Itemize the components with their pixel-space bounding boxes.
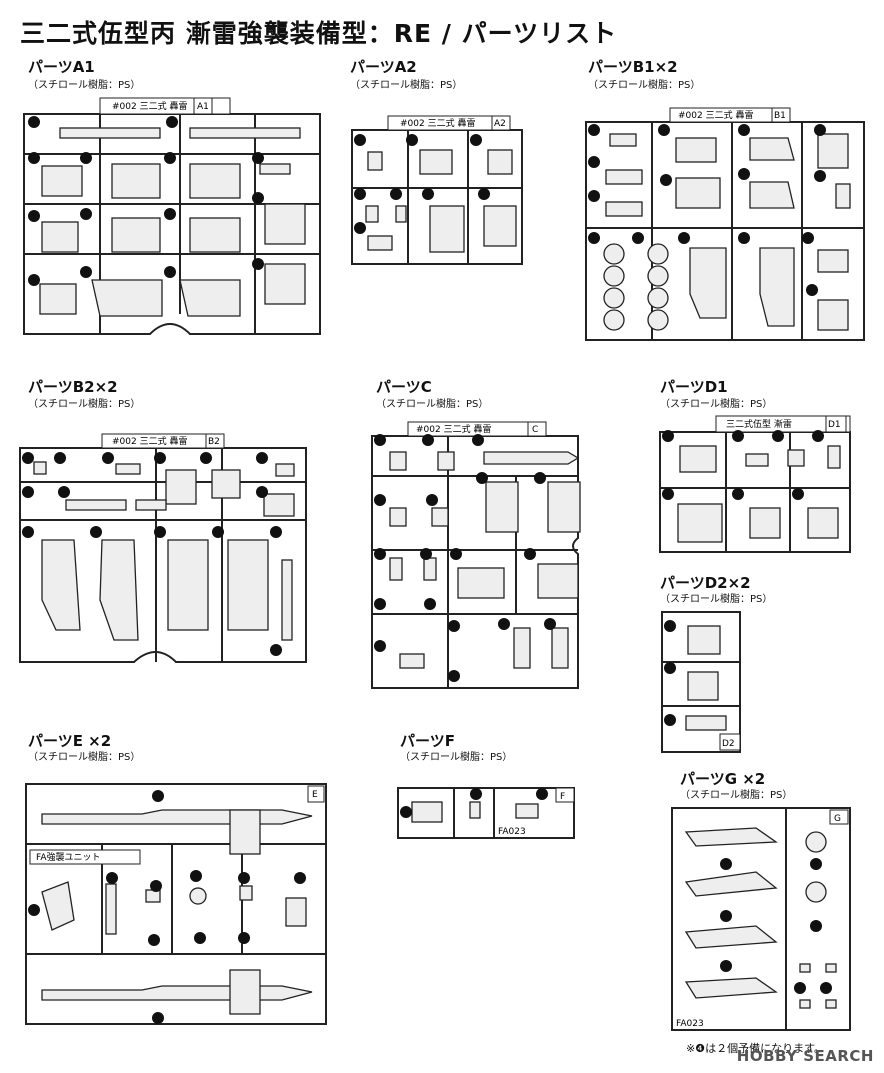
sprue-b2-header: #002 三二式 轟雷 <box>112 435 187 447</box>
sprue-f-tag: F <box>560 792 565 802</box>
sprue-c-tag: C <box>532 425 538 435</box>
sprue-e-tag: E <box>312 790 318 800</box>
watermark: HOBBY SEARCH <box>736 1047 874 1065</box>
section-a1-title: パーツA1 <box>28 58 95 76</box>
sprue-b1: #002 三二式 轟雷 B1 <box>582 104 868 344</box>
footnote: ※❹は２個予備になります。 <box>686 1042 825 1055</box>
sprue-d2-tag: D2 <box>722 739 735 749</box>
section-a2-title: パーツA2 <box>350 58 417 76</box>
sprue-a2-tag: A2 <box>494 119 506 129</box>
sprue-e: E FA強襲ユニット <box>22 780 332 1030</box>
section-g-material: （スチロール樹脂：PS） <box>680 790 793 801</box>
section-b2-material: （スチロール樹脂：PS） <box>28 399 141 410</box>
section-f-material: （スチロール樹脂：PS） <box>400 752 513 763</box>
section-d2-material: （スチロール樹脂：PS） <box>660 594 773 605</box>
sprue-a2-header: #002 三二式 轟雷 <box>400 117 475 129</box>
section-b1-material: （スチロール樹脂：PS） <box>588 80 701 91</box>
page-title: 三二式伍型丙 漸雷強襲装備型：RE / パーツリスト <box>20 19 618 48</box>
sprue-b2: #002 三二式 轟雷 B2 <box>16 430 312 666</box>
sprue-c-header: #002 三二式 轟雷 <box>416 423 491 435</box>
section-c-title: パーツC <box>376 378 432 396</box>
sprue-c: #002 三二式 轟雷 C <box>368 418 594 692</box>
section-b2-title: パーツB2×2 <box>28 378 118 396</box>
sprue-a1-header: #002 三二式 轟雷 <box>112 100 187 112</box>
sprue-f: F FA023 <box>394 780 578 842</box>
section-a2-material: （スチロール樹脂：PS） <box>350 80 463 91</box>
sprue-d2: D2 <box>656 606 746 756</box>
section-e-title: パーツE ×2 <box>28 732 112 750</box>
section-b1-title: パーツB1×2 <box>588 58 678 76</box>
sprue-d1-tag: D1 <box>828 420 841 430</box>
sprue-a1: #002 三二式 轟雷 A1 <box>20 94 325 339</box>
sprue-d1-header: 三二式伍型 漸雷 <box>726 418 792 430</box>
section-e-material: （スチロール樹脂：PS） <box>28 752 141 763</box>
sprue-b2-tag: B2 <box>208 437 220 447</box>
sprue-a2: #002 三二式 轟雷 A2 <box>348 110 526 270</box>
section-d1-material: （スチロール樹脂：PS） <box>660 399 773 410</box>
section-d2-title: パーツD2×2 <box>660 574 751 592</box>
sprue-g: G FA023 <box>666 802 858 1034</box>
sprue-d1: 三二式伍型 漸雷 D1 <box>656 412 856 556</box>
sprue-b1-tag: B1 <box>774 111 786 121</box>
sprue-g-code: FA023 <box>676 1019 704 1029</box>
sprue-g-tag: G <box>834 814 841 824</box>
sprue-b1-header: #002 三二式 轟雷 <box>678 109 753 121</box>
section-f-title: パーツF <box>400 732 455 750</box>
section-a1-material: （スチロール樹脂：PS） <box>28 80 141 91</box>
section-c-material: （スチロール樹脂：PS） <box>376 399 489 410</box>
sprue-a1-tag: A1 <box>197 102 209 112</box>
section-g-title: パーツG ×2 <box>680 770 766 788</box>
section-d1-title: パーツD1 <box>660 378 728 396</box>
sprue-f-code: FA023 <box>498 827 526 837</box>
sprue-e-unit-label: FA強襲ユニット <box>36 851 101 863</box>
